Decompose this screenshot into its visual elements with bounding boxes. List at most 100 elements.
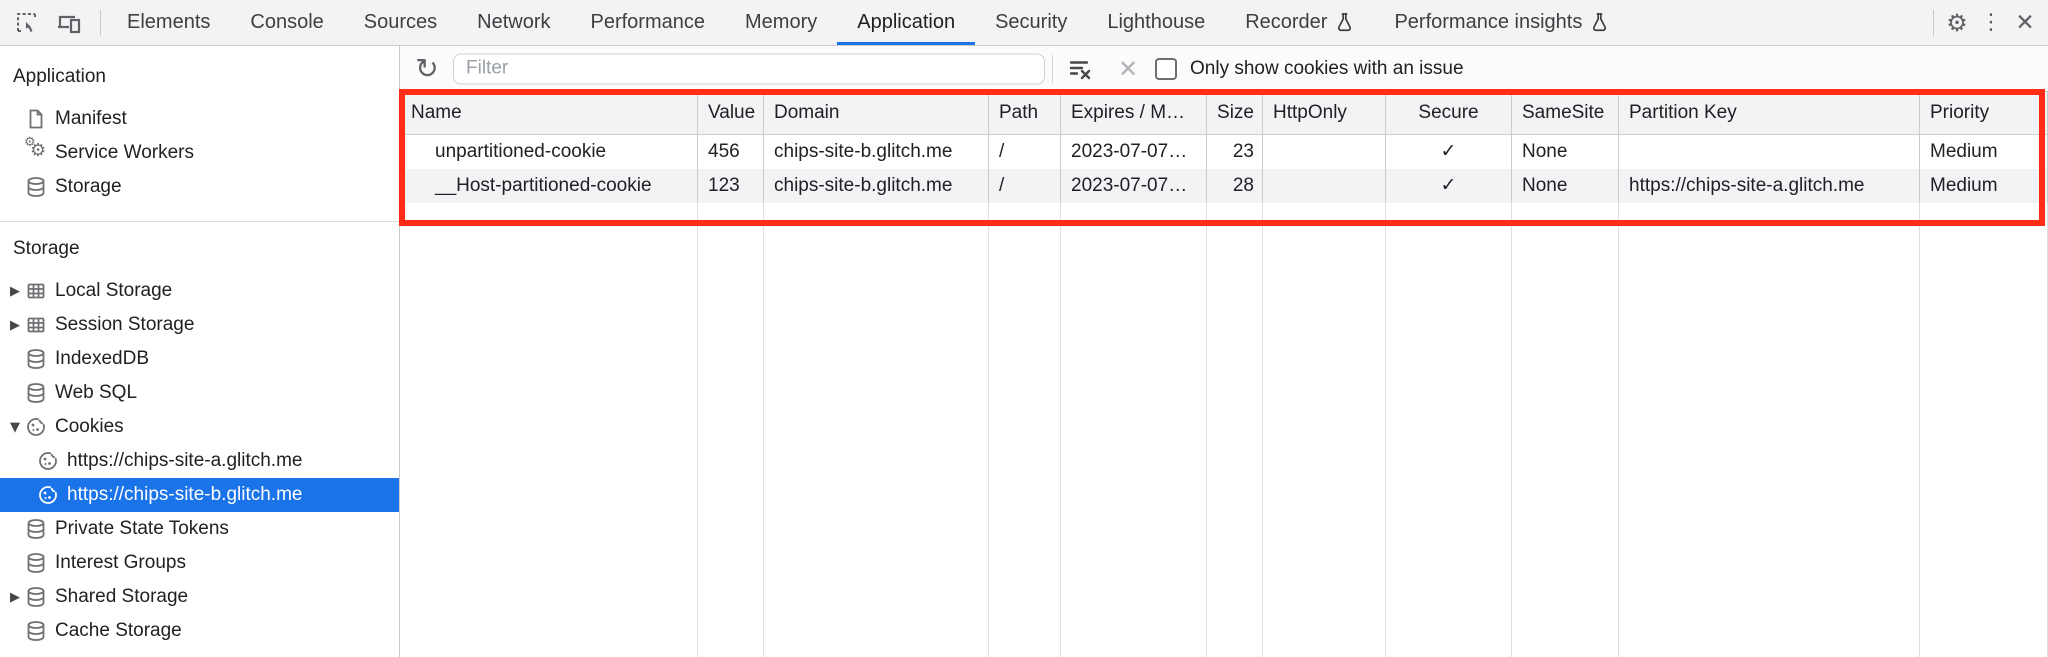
sidebar-item-label: Cookies bbox=[55, 416, 124, 437]
devtools-tab-bar: Elements Console Sources Network Performance… bbox=[0, 0, 2048, 46]
toolbar-divider bbox=[1933, 9, 1934, 36]
sidebar-item-cookies[interactable]: ▼ Cookies bbox=[0, 410, 399, 444]
tab-memory[interactable]: Memory bbox=[725, 0, 837, 45]
cell-priority: Medium bbox=[1920, 169, 2048, 203]
database-icon bbox=[25, 620, 47, 642]
settings-gear-icon[interactable]: ⚙ bbox=[1946, 8, 1968, 37]
empty-cell bbox=[1386, 203, 1512, 657]
tab-label: Performance insights bbox=[1394, 11, 1583, 33]
col-header-samesite[interactable]: SameSite bbox=[1512, 92, 1619, 135]
sidebar-item-private-state-tokens[interactable]: Private State Tokens bbox=[0, 512, 399, 546]
experiment-flask-icon bbox=[1590, 12, 1609, 33]
col-header-partition-key[interactable]: Partition Key bbox=[1619, 92, 1920, 135]
cookies-panel: ↻ ✕ Only show cookies with an issue Name… bbox=[401, 46, 2048, 657]
cell-size: 28 bbox=[1207, 169, 1263, 203]
cookie-icon bbox=[37, 450, 59, 472]
delete-all-cookies-icon[interactable] bbox=[1063, 52, 1097, 86]
empty-cell bbox=[698, 203, 764, 657]
empty-cell bbox=[1263, 203, 1386, 657]
tab-sources[interactable]: Sources bbox=[344, 0, 457, 45]
sidebar-item-manifest[interactable]: Manifest bbox=[0, 102, 399, 136]
cell-name: unpartitioned-cookie bbox=[401, 135, 698, 169]
sidebar-item-label: IndexedDB bbox=[55, 348, 150, 369]
filter-input[interactable] bbox=[453, 53, 1045, 84]
delete-selected-icon[interactable]: ✕ bbox=[1117, 54, 1139, 83]
sidebar-item-label: Service Workers bbox=[55, 142, 195, 163]
col-header-path[interactable]: Path bbox=[989, 92, 1061, 135]
sidebar-item-web-sql[interactable]: Web SQL bbox=[0, 376, 399, 410]
toolbar-divider bbox=[1052, 54, 1053, 83]
triangle-collapsed-icon[interactable]: ▶ bbox=[10, 317, 20, 333]
triangle-collapsed-icon[interactable]: ▶ bbox=[10, 283, 20, 299]
tab-performance-insights[interactable]: Performance insights bbox=[1374, 0, 1629, 45]
tab-label: Recorder bbox=[1245, 11, 1328, 33]
tab-label: Performance bbox=[590, 11, 706, 33]
cookie-icon bbox=[37, 484, 59, 506]
close-devtools-icon[interactable]: ✕ bbox=[2015, 9, 2035, 36]
database-icon bbox=[25, 176, 47, 198]
refresh-icon[interactable]: ↻ bbox=[415, 52, 439, 85]
tab-network[interactable]: Network bbox=[457, 0, 570, 45]
device-toolbar-icon[interactable] bbox=[52, 6, 86, 40]
table-icon bbox=[25, 314, 47, 336]
col-header-httponly[interactable]: HttpOnly bbox=[1263, 92, 1386, 135]
tab-application[interactable]: Application bbox=[837, 0, 976, 45]
sidebar-item-label: Web SQL bbox=[55, 382, 138, 403]
sidebar-item-https-chips-site-a-glitch-me[interactable]: https://chips-site-a.glitch.me bbox=[0, 444, 399, 478]
sidebar-item-label: Shared Storage bbox=[55, 586, 189, 607]
issue-checkbox-label[interactable]: Only show cookies with an issue bbox=[1190, 57, 1464, 79]
cell-name: __Host-partitioned-cookie bbox=[401, 169, 698, 203]
sidebar-item-interest-groups[interactable]: Interest Groups bbox=[0, 546, 399, 580]
cell-httponly bbox=[1263, 169, 1386, 203]
cell-httponly bbox=[1263, 135, 1386, 169]
tab-console[interactable]: Console bbox=[230, 0, 343, 45]
empty-cell bbox=[401, 203, 698, 657]
database-icon bbox=[25, 382, 47, 404]
sidebar-item-storage[interactable]: Storage bbox=[0, 170, 399, 204]
empty-cell bbox=[764, 203, 989, 657]
tab-lighthouse[interactable]: Lighthouse bbox=[1087, 0, 1225, 45]
table-empty-area bbox=[401, 203, 2048, 657]
sidebar-item-shared-storage[interactable]: ▶ Shared Storage bbox=[0, 580, 399, 614]
tab-elements[interactable]: Elements bbox=[107, 0, 230, 45]
sidebar-item-session-storage[interactable]: ▶Session Storage bbox=[0, 308, 399, 342]
cookie-toolbar: ↻ ✕ Only show cookies with an issue bbox=[401, 46, 2048, 92]
sidebar-item-local-storage[interactable]: ▶Local Storage bbox=[0, 274, 399, 308]
issue-filter-checkbox[interactable] bbox=[1155, 57, 1177, 80]
panel-tabs: Elements Console Sources Network Performance… bbox=[107, 0, 1629, 45]
tab-recorder[interactable]: Recorder bbox=[1225, 0, 1374, 45]
col-header-domain[interactable]: Domain bbox=[764, 92, 989, 135]
tab-label: Sources bbox=[363, 11, 438, 33]
col-header-size[interactable]: Size bbox=[1207, 92, 1263, 135]
cell-domain: chips-site-b.glitch.me bbox=[764, 135, 989, 169]
sidebar-item-service-workers[interactable]: ⚙⚙Service Workers bbox=[0, 135, 399, 170]
cell-expires-m: 2023-07-07… bbox=[1061, 169, 1207, 203]
empty-cell bbox=[989, 203, 1061, 657]
sidebar-item-label: Private State Tokens bbox=[55, 518, 229, 539]
sidebar-item-https-chips-site-b-glitch-me[interactable]: https://chips-site-b.glitch.me bbox=[0, 478, 399, 512]
tab-security[interactable]: Security bbox=[975, 0, 1087, 45]
empty-cell bbox=[1920, 203, 2048, 657]
empty-cell bbox=[1061, 203, 1207, 657]
sidebar-item-label: Interest Groups bbox=[55, 552, 186, 573]
col-header-name[interactable]: Name bbox=[401, 92, 698, 135]
triangle-collapsed-icon[interactable]: ▶ bbox=[10, 589, 20, 605]
more-options-icon[interactable]: ⋮ bbox=[1980, 10, 2002, 35]
tab-label: Elements bbox=[127, 11, 211, 33]
inspect-element-icon[interactable] bbox=[10, 6, 44, 40]
cell-partition-key bbox=[1619, 135, 1920, 169]
col-header-expires-m[interactable]: Expires / M… bbox=[1061, 92, 1207, 135]
cookie-icon bbox=[25, 416, 47, 438]
sidebar-item-cache-storage[interactable]: Cache Storage bbox=[0, 614, 399, 648]
col-header-value[interactable]: Value bbox=[698, 92, 764, 135]
triangle-expanded-icon[interactable]: ▼ bbox=[10, 419, 20, 435]
empty-cell bbox=[1619, 203, 1920, 657]
sidebar-item-indexeddb[interactable]: IndexedDB bbox=[0, 342, 399, 376]
col-header-secure[interactable]: Secure bbox=[1386, 92, 1512, 135]
tab-performance[interactable]: Performance bbox=[571, 0, 726, 45]
col-header-priority[interactable]: Priority bbox=[1920, 92, 2048, 135]
